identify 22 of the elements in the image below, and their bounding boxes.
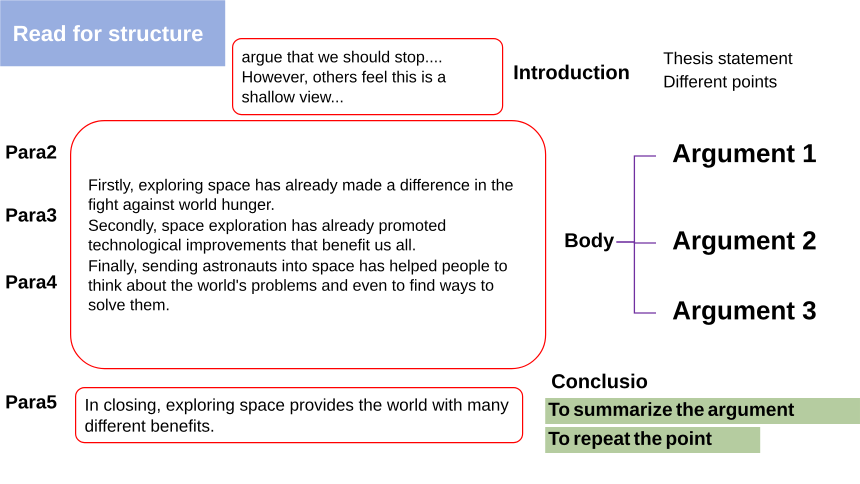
- argument-heading: Argument 3: [672, 301, 816, 325]
- label-text: Conclusio: [552, 374, 648, 388]
- argument-heading: Argument 1: [672, 144, 816, 168]
- paragraph-label: Para3: [6, 208, 56, 222]
- title-banner: Read for structure: [0, 0, 226, 66]
- label-text: Thesis statement: [664, 52, 792, 64]
- paragraph-box: argue that we should stop.... However, others feel this is a shallow view...: [232, 38, 504, 116]
- argument-heading: Argument 2: [672, 231, 816, 255]
- paragraph-text: Firstly, exploring space has already made a difference in the fight against world hunger.: [88, 178, 513, 214]
- paragraph-text: Finally, sending astronauts into space has helped people to think about the world's problems and even to find ways to solve them.: [88, 260, 507, 310]
- paragraph-text: Secondly, space exploration has already promoted technological improvements that benefit us all.: [88, 219, 446, 254]
- label-text: Introduction: [514, 64, 629, 80]
- highlighted-text: To repeat the point: [545, 427, 760, 453]
- label-text: Different points: [664, 75, 777, 91]
- paragraph-label: Para4: [6, 275, 57, 289]
- section-heading: Body: [566, 232, 614, 252]
- paragraph-label: Para5: [6, 395, 56, 409]
- bracket-line: [616, 241, 656, 314]
- highlighted-text: To summarize the argument: [545, 398, 860, 424]
- paragraph-label: Para2: [6, 145, 56, 159]
- paragraph-box: In closing, exploring space provides the world with many different benefits.: [75, 387, 524, 444]
- paragraph-box: [70, 120, 546, 370]
